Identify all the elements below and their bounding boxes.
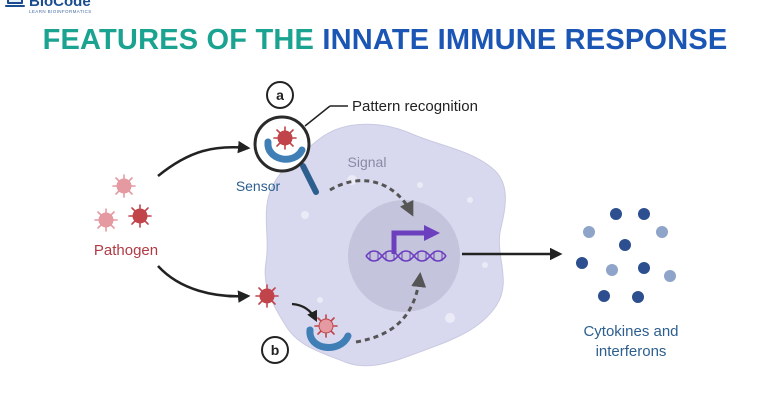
- laptop-icon: [5, 0, 25, 7]
- transcription-arrow-icon: [391, 230, 426, 254]
- label-b: b: [271, 342, 280, 358]
- signal-label: Signal: [348, 154, 387, 170]
- label-a: a: [276, 87, 284, 103]
- signal-path-a: [329, 179, 414, 217]
- cytokine-dots: [576, 208, 676, 303]
- sensor-label: Sensor: [236, 178, 281, 194]
- label-a-circle: [266, 81, 294, 109]
- cytokines-label-line1: Cytokines and: [583, 323, 678, 340]
- pathogen-label: Pathogen: [94, 242, 158, 259]
- pathogen-cluster: [94, 174, 152, 232]
- cytokines-label-line2: interferons: [596, 343, 667, 360]
- label-b-circle: [261, 336, 289, 364]
- arrow-to-phagocytosis: [157, 265, 251, 303]
- pattern-pointer-line: [304, 105, 331, 127]
- sensor-receptor-icon: [264, 138, 306, 163]
- arrow-to-sensor: [157, 140, 251, 177]
- magnifier-handle: [300, 163, 319, 195]
- cell-granules: [301, 175, 488, 323]
- logo-tagline: LEARN BIOINFORMATICS: [29, 9, 92, 14]
- biocode-logo: BioCode LEARN BIOINFORMATICS: [4, 0, 92, 15]
- pattern-recognition-label: Pattern recognition: [352, 98, 478, 115]
- title-part-1: FEATURES OF THE: [42, 24, 315, 56]
- title-part-2: INNATE IMMUNE RESPONSE: [322, 24, 728, 56]
- signal-path-b: [355, 272, 427, 344]
- page-title: FEATURES OF THE INNATE IMMUNE RESPONSE: [0, 24, 770, 57]
- free-pathogen-b: [255, 284, 279, 308]
- arrow-to-engulf: [291, 302, 317, 322]
- bound-pathogen-b: [314, 314, 338, 338]
- phagocytic-receptor-icon: [306, 326, 352, 351]
- logo-name: BioCode: [29, 0, 91, 10]
- bound-pathogen-a: [273, 126, 297, 150]
- dna-icon: [365, 250, 447, 262]
- nucleus: [348, 200, 460, 312]
